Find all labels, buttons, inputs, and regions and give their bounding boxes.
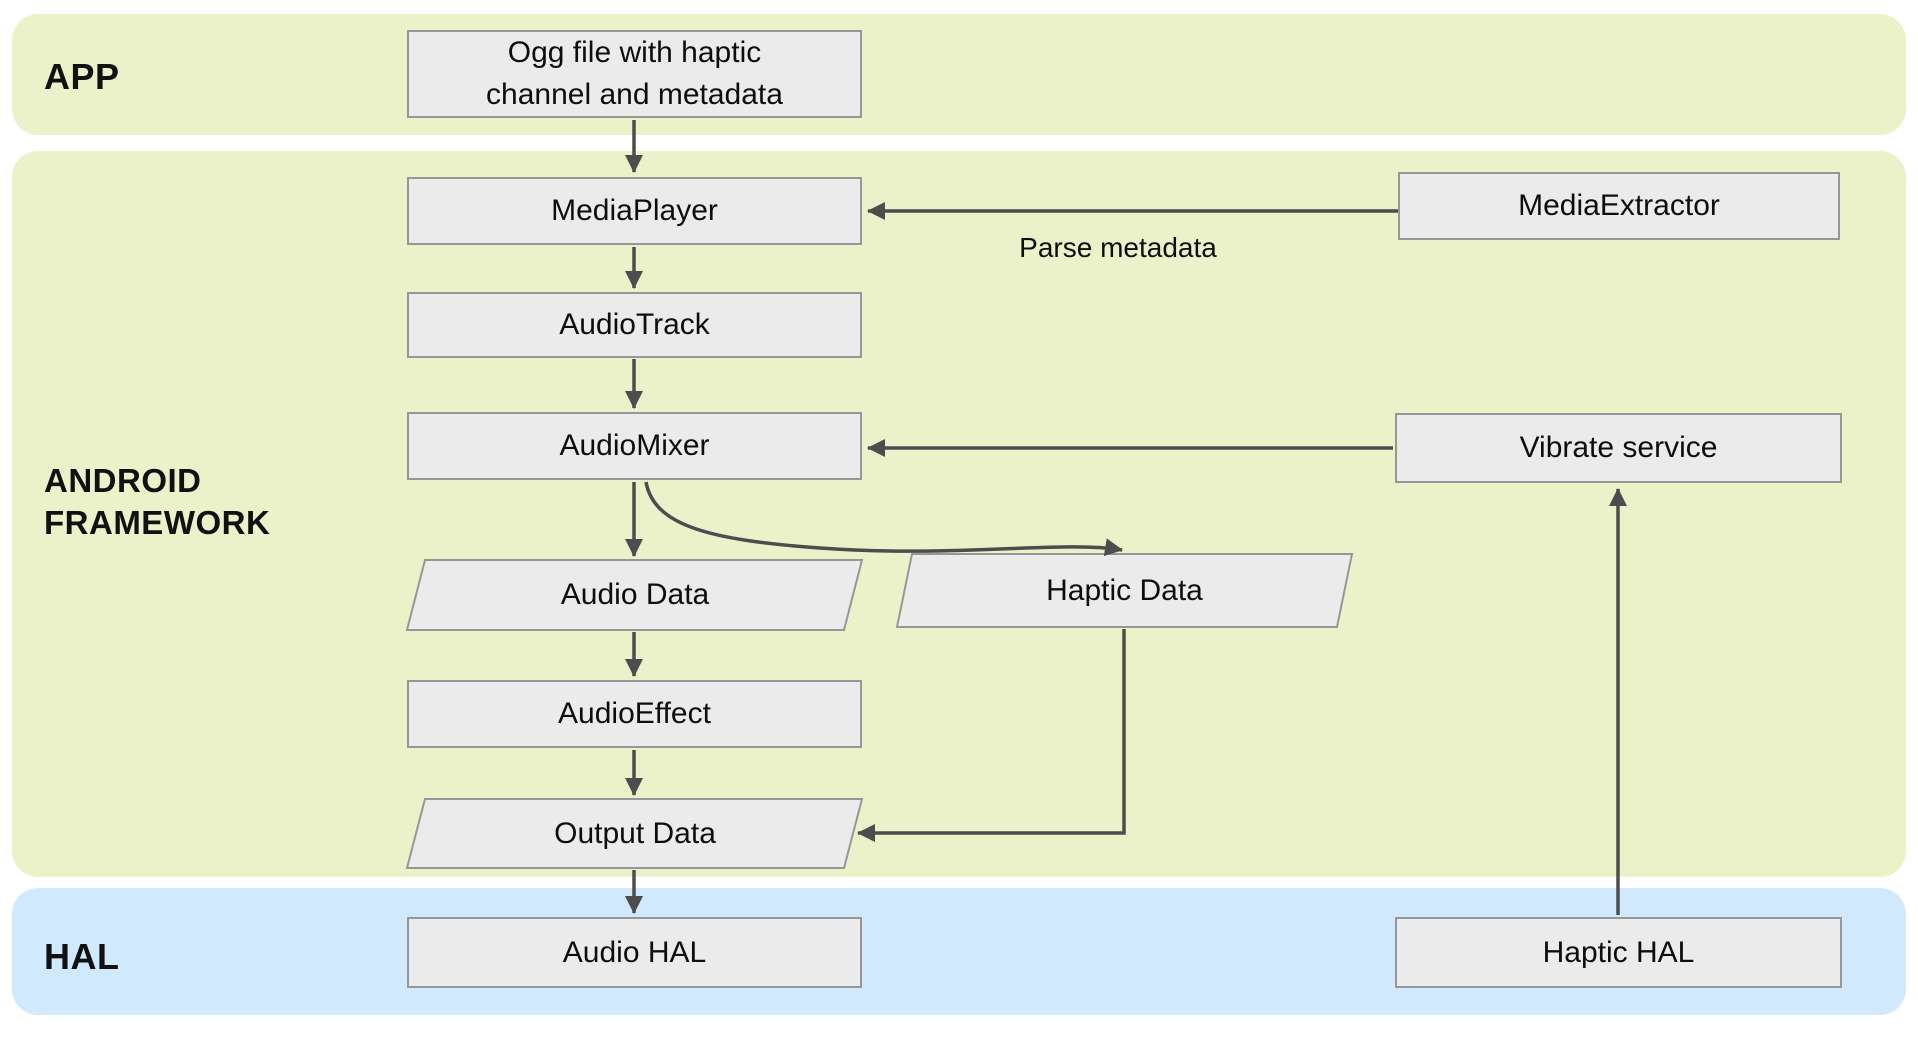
edge-audiomixer-to-hapticdata — [644, 481, 1123, 557]
band-label-app: APP — [44, 56, 120, 97]
audio-data-shape — [405, 559, 864, 631]
node-haptic-data: Haptic Data — [1046, 573, 1203, 607]
node-audio-hal: Audio HAL — [407, 917, 862, 988]
band-app — [12, 14, 1906, 135]
node-audio-track: AudioTrack — [407, 292, 862, 358]
node-media-extractor: MediaExtractor — [1398, 172, 1840, 240]
node-vibrate-service: Vibrate service — [1395, 413, 1842, 483]
band-label-android-framework: ANDROID FRAMEWORK — [44, 462, 271, 541]
node-ogg-file-label: Ogg file with haptic channel and metadat… — [486, 36, 783, 111]
node-media-player: MediaPlayer — [407, 177, 862, 245]
output-data-shape — [405, 798, 864, 869]
node-output-data: Output Data — [554, 816, 716, 850]
band-android-framework — [12, 151, 1906, 877]
node-audio-data: Audio Data — [560, 578, 710, 611]
node-haptic-hal: Haptic HAL — [1395, 917, 1842, 988]
edge-label-parse-metadata: Parse metadata — [1019, 232, 1217, 263]
edge-hapticdata-to-outputdata — [857, 629, 1126, 842]
node-ogg-file: Ogg file with haptic channel and metadat… — [407, 30, 862, 118]
node-audio-mixer: AudioMixer — [407, 412, 862, 480]
band-label-hal: HAL — [44, 936, 120, 977]
node-audio-effect: AudioEffect — [407, 680, 862, 748]
haptic-data-shape — [895, 553, 1354, 628]
